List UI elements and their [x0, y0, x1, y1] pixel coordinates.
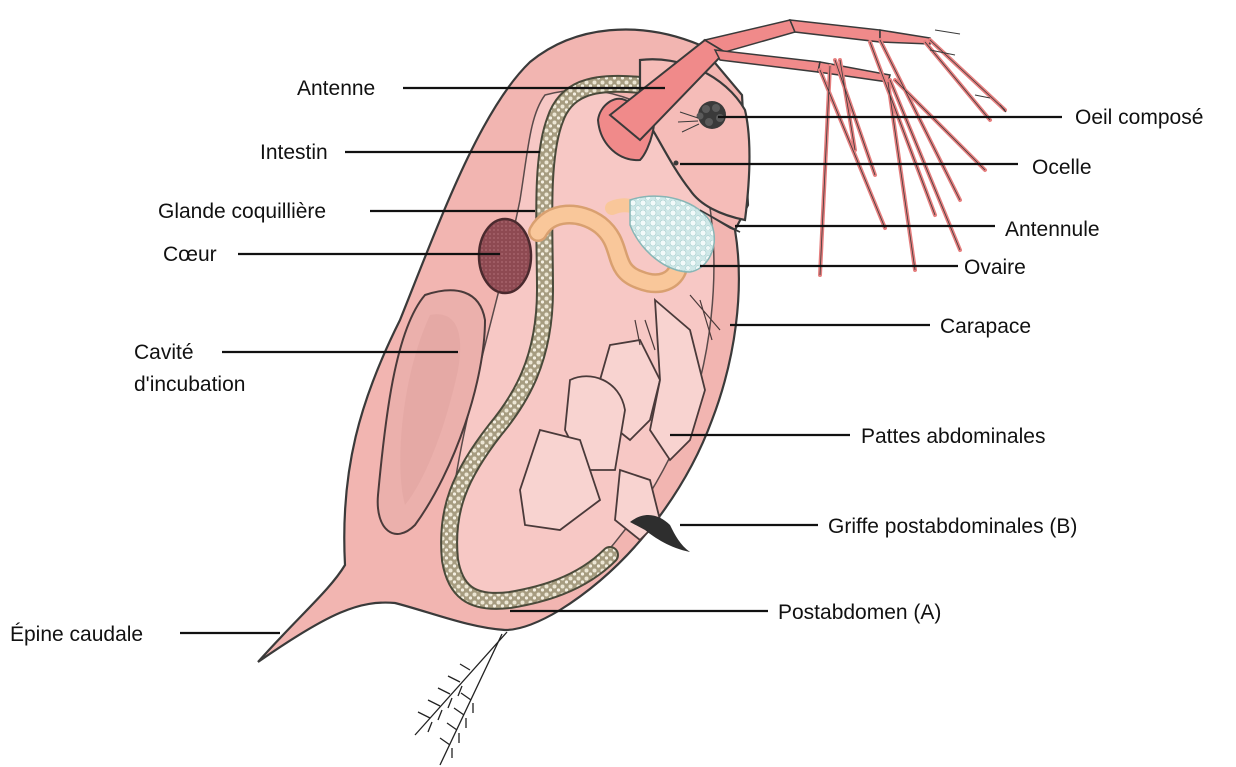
- label-epine: Épine caudale: [10, 623, 143, 646]
- caudal-setae: [415, 632, 507, 765]
- label-pattes: Pattes abdominales: [861, 425, 1045, 448]
- heart-shape: [479, 219, 531, 293]
- label-cavite-line2: d'incubation: [134, 373, 245, 396]
- label-coeur: Cœur: [163, 243, 217, 266]
- label-carapace: Carapace: [940, 315, 1031, 338]
- label-ocelle: Ocelle: [1032, 156, 1092, 179]
- label-postabdomen: Postabdomen (A): [778, 601, 941, 624]
- ocellus-icon: [674, 161, 679, 166]
- label-oeil: Oeil composé: [1075, 106, 1203, 129]
- label-antennule: Antennule: [1005, 218, 1100, 241]
- label-glande: Glande coquillière: [158, 200, 326, 223]
- label-griffe: Griffe postabdominales (B): [828, 515, 1077, 538]
- label-cavite-line1: Cavité: [134, 341, 194, 364]
- label-antenne: Antenne: [297, 77, 375, 100]
- label-intestin: Intestin: [260, 141, 328, 164]
- label-ovaire: Ovaire: [964, 256, 1026, 279]
